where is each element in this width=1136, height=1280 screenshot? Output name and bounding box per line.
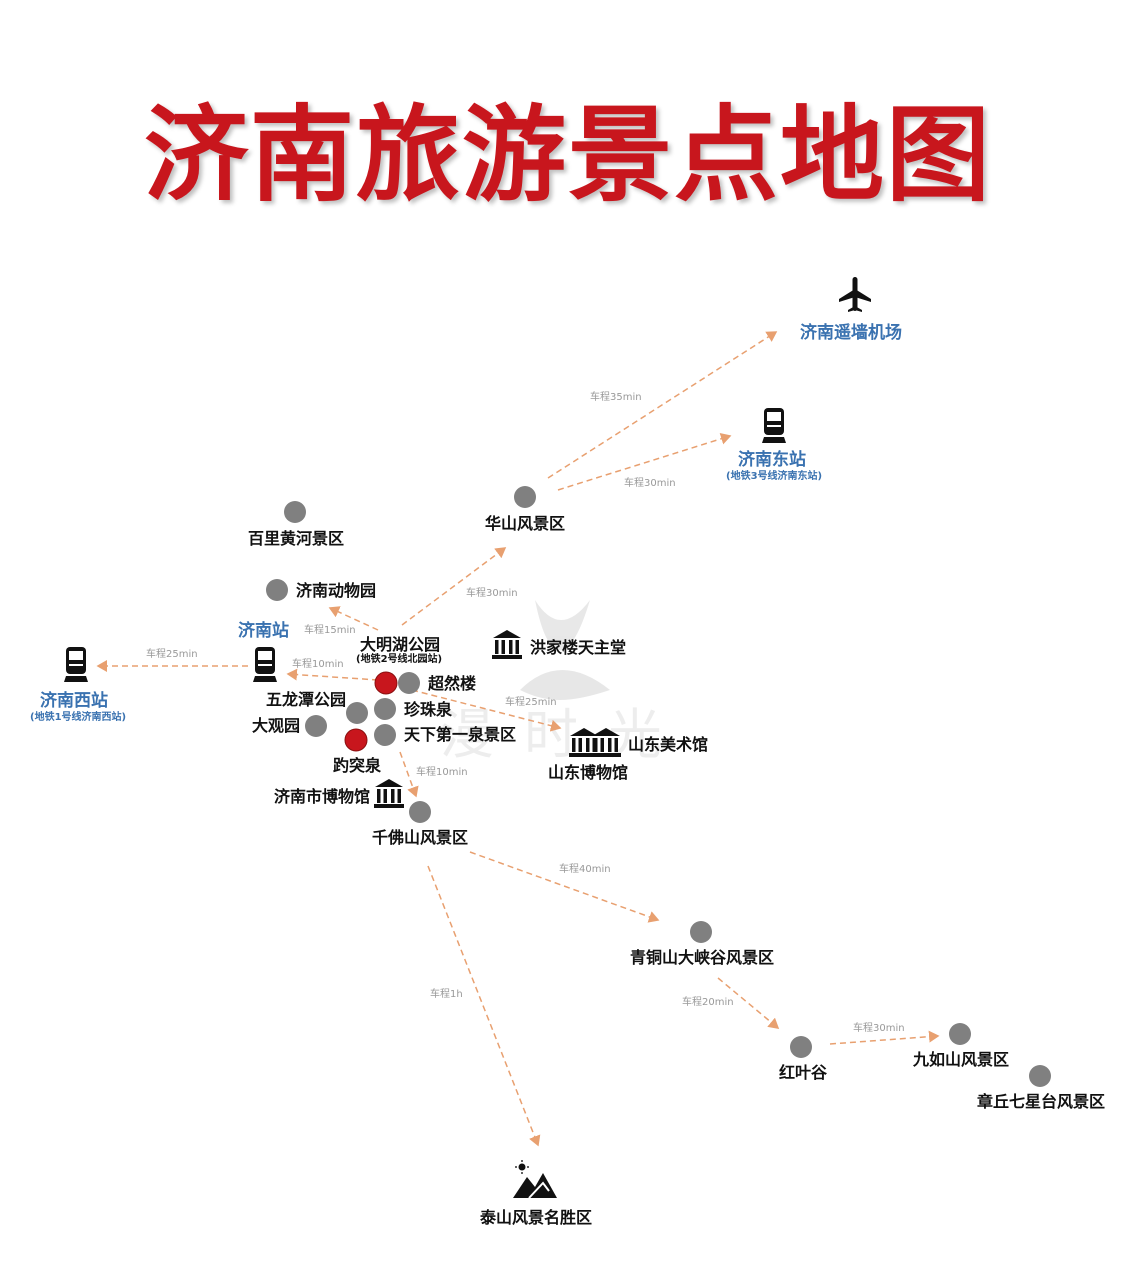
daming-dot[interactable] xyxy=(374,671,398,695)
huashan-dot[interactable] xyxy=(514,486,536,508)
tianxia-label[interactable]: 天下第一泉景区 xyxy=(404,725,517,744)
duration-label: 车程25min xyxy=(146,649,198,660)
zoo-label[interactable]: 济南动物园 xyxy=(296,581,377,600)
huanghe-dot[interactable] xyxy=(284,501,306,523)
zhangqiu-dot[interactable] xyxy=(1029,1065,1051,1087)
tianxia-dot[interactable] xyxy=(374,724,396,746)
museum-icon-city xyxy=(374,779,404,808)
route-qianfo-qingtong xyxy=(469,851,660,923)
chaoran-label[interactable]: 超然楼 xyxy=(428,674,477,693)
watermark-logo xyxy=(520,600,610,700)
art-museum-label[interactable]: 山东美术馆 xyxy=(628,735,709,754)
duration-label: 车程20min xyxy=(682,997,734,1008)
train-icon-west xyxy=(64,647,88,682)
hongjialou-label[interactable]: 洪家楼天主堂 xyxy=(530,638,627,657)
airplane-icon xyxy=(839,277,871,312)
daguanyuan-label[interactable]: 大观园 xyxy=(252,716,301,735)
duration-label: 车程25min xyxy=(505,697,557,708)
huashan-label[interactable]: 华山风景区 xyxy=(485,514,566,533)
route-huashan-east xyxy=(557,432,732,491)
zhenzhu-label[interactable]: 珍珠泉 xyxy=(404,700,453,719)
huanghe-label[interactable]: 百里黄河景区 xyxy=(248,529,345,548)
qianfo-label[interactable]: 千佛山风景区 xyxy=(372,828,469,847)
duration-label: 车程40min xyxy=(559,864,611,875)
zhangqiu-label[interactable]: 章丘七星台风景区 xyxy=(977,1092,1106,1111)
chaoran-dot[interactable] xyxy=(398,672,420,694)
qingtong-dot[interactable] xyxy=(690,921,712,943)
west-station-label[interactable]: 济南西站 xyxy=(40,691,108,711)
train-icon-east xyxy=(762,408,786,443)
museum-icon-hongjialou xyxy=(492,630,522,659)
route-huashan-airport xyxy=(547,331,778,479)
hongye-dot[interactable] xyxy=(790,1036,812,1058)
east-station-label[interactable]: 济南东站 xyxy=(738,450,806,470)
duration-label: 车程1h xyxy=(430,989,463,1000)
duration-label: 车程15min xyxy=(304,625,356,636)
duration-label: 车程30min xyxy=(624,478,676,489)
city-museum-label[interactable]: 济南市博物馆 xyxy=(274,787,371,806)
route-center-qianfo xyxy=(399,751,419,798)
wulongtan-dot[interactable] xyxy=(346,702,368,724)
route-daming-zoo xyxy=(328,606,379,631)
qianfo-dot[interactable] xyxy=(409,801,431,823)
route-center-station xyxy=(286,668,379,681)
baotu-label[interactable]: 趵突泉 xyxy=(333,756,382,775)
zoo-dot[interactable] xyxy=(266,579,288,601)
east-station-sub: (地铁3号线济南东站) xyxy=(726,471,823,482)
taishan-label[interactable]: 泰山风景名胜区 xyxy=(480,1208,593,1227)
daming-label[interactable]: 大明湖公园 xyxy=(360,635,441,654)
route-daming-huashan xyxy=(401,547,507,626)
jinan-station-label[interactable]: 济南站 xyxy=(238,621,289,641)
wulongtan-label[interactable]: 五龙潭公园 xyxy=(266,690,347,709)
route-qingtong-hongye xyxy=(717,977,780,1029)
zhenzhu-dot[interactable] xyxy=(374,698,396,720)
hongye-label[interactable]: 红叶谷 xyxy=(779,1063,828,1082)
museum-label[interactable]: 山东博物馆 xyxy=(548,763,629,782)
qingtong-label[interactable]: 青铜山大峡谷风景区 xyxy=(630,948,775,967)
watermark: 漫时光 xyxy=(440,703,692,766)
duration-label: 车程30min xyxy=(466,588,518,599)
baotu-dot[interactable] xyxy=(344,728,368,752)
route-qianfo-taishan xyxy=(427,865,541,1147)
airport-label[interactable]: 济南遥墙机场 xyxy=(800,323,902,343)
page-title: 济南旅游景点地图 xyxy=(143,94,992,216)
mountain-icon xyxy=(513,1160,557,1199)
duration-label: 车程10min xyxy=(292,659,344,670)
duration-label: 车程35min xyxy=(590,392,642,403)
duration-label: 车程30min xyxy=(853,1023,905,1034)
daming-sub: (地铁2号线北园站) xyxy=(356,654,443,665)
jiuru-dot[interactable] xyxy=(949,1023,971,1045)
daguanyuan-dot[interactable] xyxy=(305,715,327,737)
route-center-museum xyxy=(411,689,562,732)
museum-icon-museum xyxy=(591,728,621,757)
jiuru-label[interactable]: 九如山风景区 xyxy=(913,1050,1010,1069)
west-station-sub: (地铁1号线济南西站) xyxy=(30,712,127,723)
train-icon-jinan xyxy=(253,647,277,682)
route-hongye-jiuru xyxy=(829,1030,940,1045)
duration-label: 车程10min xyxy=(416,767,468,778)
